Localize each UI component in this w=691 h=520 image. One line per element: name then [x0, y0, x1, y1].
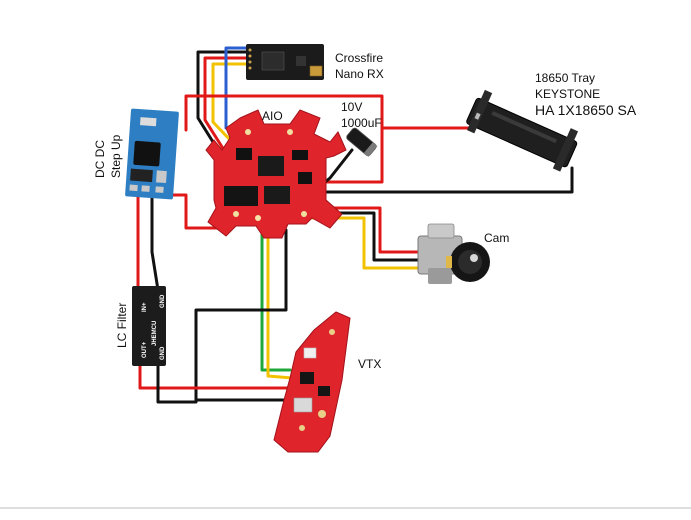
crossfire-rx-module: [246, 44, 324, 80]
lc-in-plus-text: IN+: [142, 302, 148, 312]
wire-cam-red: [298, 206, 422, 254]
wire-vtx-green: [260, 228, 292, 372]
dcdc-label-line1: DC DC: [93, 140, 107, 178]
wire-vtx-yellow: [266, 228, 294, 380]
tray-label-line2: KEYSTONE: [535, 87, 600, 101]
aio-label: AIO: [262, 109, 283, 123]
lc-gnd-right-text: GND: [160, 294, 166, 308]
wire-battery-black: [314, 166, 574, 194]
lc-brand-text: JHEMCU: [152, 321, 158, 346]
wire-lc-red-out: [138, 362, 292, 390]
crossfire-label-line1: Crossfire: [335, 51, 383, 65]
wire-rx-black: [196, 50, 250, 152]
tray-label-line1: 18650 Tray: [535, 71, 595, 85]
cap-label-line1: 10V: [341, 100, 362, 114]
camera: [417, 223, 490, 284]
battery-tray: [466, 89, 579, 172]
lc-filter-label: LC Filter: [115, 303, 129, 348]
dcdc-label-line2: Step Up: [109, 134, 123, 178]
wire-vtx-black-upper: [194, 228, 292, 402]
capacitor: [346, 127, 378, 157]
wire-dcdc-red-top: [184, 94, 384, 184]
aio-board: [205, 109, 347, 239]
lc-filter-module: JHEMCU IN+ OUT+ GND GND: [132, 286, 166, 366]
vtx-label: VTX: [358, 357, 381, 371]
lc-out-plus-text: OUT+: [142, 341, 148, 358]
wire-lc-black-in: [150, 194, 160, 292]
wire-rx-yellow: [211, 62, 250, 144]
wire-dcdc-red-bottom: [160, 193, 228, 230]
vtx-board: [273, 311, 351, 453]
tray-label-line3: HA 1X18650 SA: [535, 102, 637, 118]
lc-gnd-left-text: GND: [160, 346, 166, 360]
cam-label: Cam: [484, 231, 509, 245]
crossfire-label-line2: Nano RX: [335, 67, 384, 81]
dcdc-module: [125, 108, 179, 200]
wire-lc-black-out: [156, 362, 198, 404]
cap-label-line2: 1000uF: [341, 116, 382, 130]
